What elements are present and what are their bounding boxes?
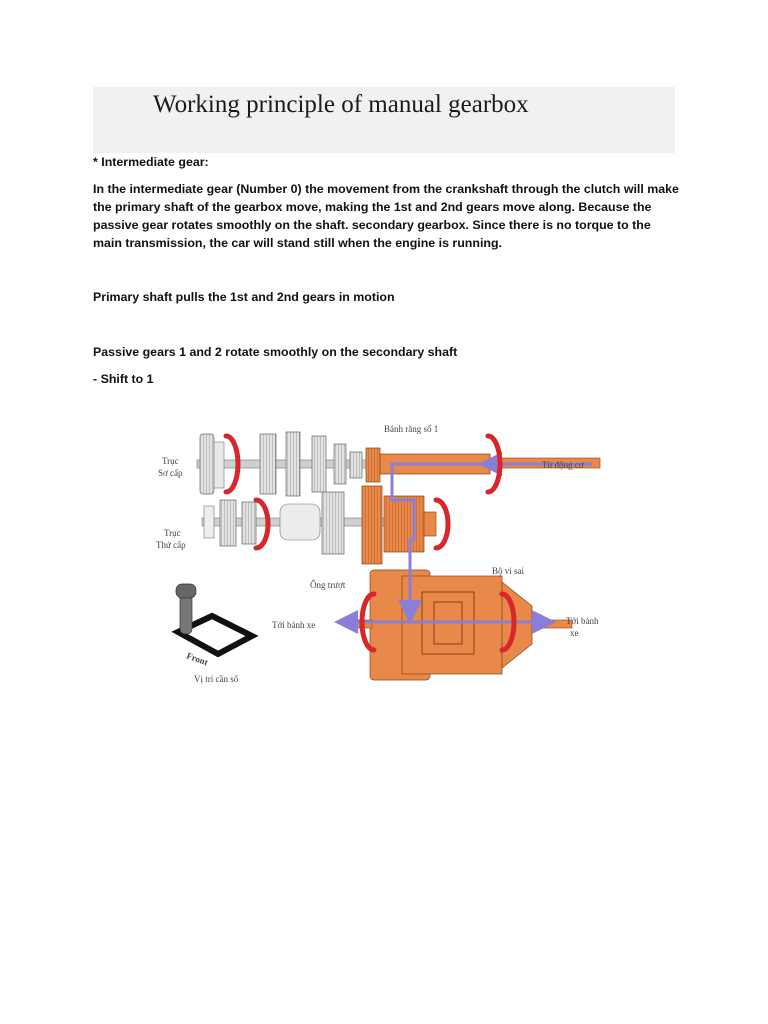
intro-paragraph: In the intermediate gear (Number 0) the … xyxy=(93,182,679,250)
primary-shaft-line: Primary shaft pulls the 1st and 2nd gear… xyxy=(93,290,395,304)
title-banner: Working principle of manual gearbox xyxy=(93,87,675,153)
gearbox-diagram: Bánh răng số 1 Từ động cơ Trục Sơ cấp Tr… xyxy=(152,420,612,700)
rotation-arrow-wheel-left xyxy=(359,591,377,653)
passive-gears-line: Passive gears 1 and 2 rotate smoothly on… xyxy=(93,345,458,359)
rotation-arrow-secondary-left xyxy=(253,497,271,551)
gear-shifter-icon xyxy=(171,583,259,658)
label-primary-shaft-1: Trục xyxy=(162,456,179,466)
label-primary-shaft-2: Sơ cấp xyxy=(158,468,183,478)
differential xyxy=(347,569,573,681)
label-sliding-sleeve: Ống trượt xyxy=(310,580,346,590)
secondary-shaft-gears xyxy=(201,485,437,565)
section-heading: * Intermediate gear: xyxy=(93,155,209,169)
label-shifter-position: Vị trí cần số xyxy=(194,674,239,684)
label-secondary-shaft-2: Thứ cấp xyxy=(156,540,186,550)
rotation-arrow-primary-left xyxy=(223,433,241,495)
label-from-engine: Từ động cơ xyxy=(542,460,584,470)
rotation-arrow-wheel-right xyxy=(499,591,517,653)
shift-line: - Shift to 1 xyxy=(93,372,154,386)
rotation-arrows xyxy=(223,433,517,653)
label-to-wheel-right-2: xe xyxy=(570,628,579,638)
label-secondary-shaft-1: Trục xyxy=(164,528,181,538)
rotation-arrow-input xyxy=(485,433,503,495)
label-differential: Bộ vi sai xyxy=(492,566,525,576)
label-front: Front xyxy=(185,650,209,667)
label-to-wheel-right-1: Tới bánh xyxy=(566,616,599,626)
label-to-wheel-left: Tới bánh xe xyxy=(272,620,315,630)
document-title: Working principle of manual gearbox xyxy=(153,91,529,118)
rotation-arrow-secondary-right xyxy=(433,497,451,551)
label-gear1: Bánh răng số 1 xyxy=(384,424,438,434)
